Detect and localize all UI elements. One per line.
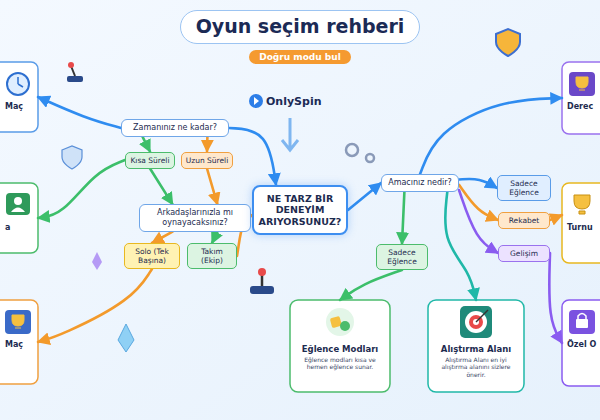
node-label: Eğlence Modları [295, 344, 385, 354]
node-label: Özel O [567, 340, 596, 350]
option-box: Solo (Tek Başına) [124, 243, 180, 269]
option-box: Kısa Süreli [125, 152, 175, 169]
title: Oyun seçim rehberi [180, 10, 420, 44]
question-box: Amacınız nedir? [381, 174, 459, 192]
node-label: Rekabet [502, 216, 546, 225]
flow-arrow [38, 269, 152, 342]
mode-card: Turnu [562, 183, 600, 263]
node-label: a [5, 223, 34, 233]
node-label: Sadece Eğlence [501, 179, 547, 197]
option-box: Gelişim [498, 245, 550, 262]
flow-arrow [402, 192, 404, 244]
mode-card: Eğlence ModlarıEğlence modları kısa ve h… [290, 300, 390, 392]
flow-arrow [459, 185, 498, 220]
node-label: Uzun Süreli [185, 156, 229, 165]
node-label: Turnu [567, 223, 596, 233]
node-label: Maç [5, 102, 34, 112]
flow-arrow [212, 232, 217, 243]
mode-card: Özel O [562, 300, 600, 386]
flow-arrow [143, 137, 150, 152]
mode-card: Maç [0, 300, 38, 384]
option-box: Uzun Süreli [181, 152, 233, 169]
node-label: Gelişim [502, 249, 546, 258]
flow-arrow [207, 169, 217, 205]
option-box: Sadece Eğlence [497, 175, 551, 201]
flow-arrow [38, 97, 121, 128]
flow-arrow [340, 270, 402, 300]
node-label: Arkadaşlarınızla mı oynayacaksınız? [144, 208, 246, 227]
node-label: Zamanınız ne kadar? [126, 123, 224, 133]
central-question-box: NE TARZ BİR DENEYİM ARIYORSUNUZ? [252, 185, 348, 235]
subtitle-pill: Doğru modu bul [249, 50, 351, 64]
node-label: Alıştırma Alanı [433, 344, 519, 354]
mode-card: Alıştırma AlanıAlıştırma Alanı en iyi al… [428, 300, 524, 392]
flow-arrow [445, 192, 476, 300]
flow-arrow [152, 232, 173, 243]
node-label: Takım (Ekip) [191, 247, 233, 265]
flow-arrow [459, 179, 497, 188]
flow-arrow [150, 169, 173, 205]
flow-arrow [206, 137, 209, 152]
node-label: Amacınız nedir? [386, 178, 454, 188]
node-label: Derec [567, 102, 596, 112]
flow-arrow [459, 190, 498, 253]
node-description: Eğlence modları kısa ve hemen eğlence su… [295, 356, 385, 370]
brand-logo: OnlySpin [266, 95, 322, 108]
mode-card: a [0, 183, 38, 253]
question-box: Zamanınız ne kadar? [121, 119, 229, 137]
flow-arrow [550, 215, 562, 220]
node-description: Alıştırma Alanı en iyi alıştırma alanını… [433, 356, 519, 378]
node-label: Sadece Eğlence [380, 248, 424, 266]
flow-arrow [229, 128, 276, 185]
flow-arrow [420, 98, 562, 174]
question-box: Arkadaşlarınızla mı oynayacaksınız? [139, 204, 251, 231]
node-label: NE TARZ BİR DENEYİM ARIYORSUNUZ? [258, 193, 342, 227]
node-label: Solo (Tek Başına) [128, 247, 176, 265]
flow-arrow [549, 253, 562, 343]
mode-card: Derec [562, 62, 600, 134]
node-label: Kısa Süreli [129, 156, 171, 165]
flow-arrow [38, 160, 125, 218]
option-box: Rekabet [498, 212, 550, 229]
option-box: Takım (Ekip) [187, 243, 237, 269]
mode-card: Maç [0, 62, 38, 132]
node-label: Maç [5, 340, 34, 350]
option-box: Sadece Eğlence [376, 244, 428, 270]
flow-arrow [348, 183, 381, 210]
